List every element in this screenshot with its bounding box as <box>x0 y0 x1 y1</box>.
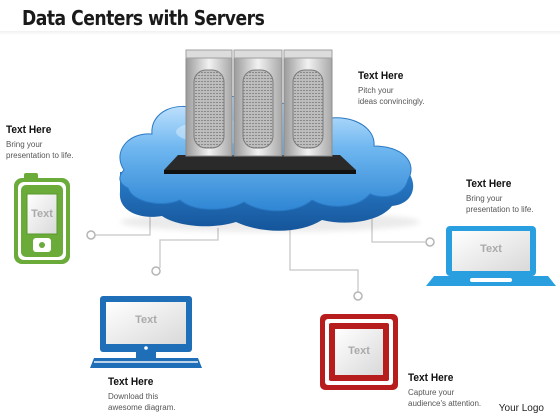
callout-desktop-heading: Text Here <box>108 376 154 388</box>
title-underline <box>0 31 560 35</box>
phone-device: Text <box>14 173 70 264</box>
server-base <box>164 155 356 170</box>
tablet-screen-label: Text <box>348 345 370 357</box>
callout-desktop: Text Here Download this awesome diagram. <box>108 376 176 413</box>
callout-laptop: Text Here Bring your presentation to lif… <box>466 178 534 215</box>
node-laptop <box>425 237 435 247</box>
callout-laptop-body: Bring your presentation to life. <box>466 194 534 214</box>
server-unit-2 <box>233 49 283 157</box>
connector-desktop <box>159 228 219 268</box>
node-desktop <box>151 266 161 276</box>
server-unit-3 <box>283 49 333 157</box>
page-title: Data Centers with Servers <box>22 6 265 30</box>
tablet-device: Text <box>320 314 398 390</box>
server-unit-1 <box>185 49 233 157</box>
callout-laptop-heading: Text Here <box>466 178 512 190</box>
callout-tablet-heading: Text Here <box>408 372 454 384</box>
node-tablet <box>353 291 363 301</box>
desktop-device: Text <box>90 296 202 368</box>
callout-servers-heading: Text Here <box>358 70 404 82</box>
laptop-screen-label: Text <box>480 243 502 255</box>
connector-nodes <box>86 230 435 301</box>
callout-servers-body: Pitch your ideas convincingly. <box>358 86 425 106</box>
connector-tablet <box>289 228 359 292</box>
laptop-device: Text <box>426 226 556 286</box>
callout-servers: Text Here Pitch your ideas convincingly. <box>358 70 425 107</box>
desktop-screen-label: Text <box>135 314 157 326</box>
node-phone <box>86 230 96 240</box>
logo-text: Your Logo <box>498 403 544 414</box>
callout-phone-heading: Text Here <box>6 124 52 136</box>
phone-screen-label: Text <box>31 208 53 220</box>
callout-tablet: Text Here Capture your audience's attent… <box>408 372 481 409</box>
callout-tablet-body: Capture your audience's attention. <box>408 388 482 408</box>
callout-phone: Text Here Bring your presentation to lif… <box>6 124 74 161</box>
server-rack <box>164 49 356 174</box>
callout-desktop-body: Download this awesome diagram. <box>108 392 176 412</box>
callout-phone-body: Bring your presentation to life. <box>6 140 74 160</box>
